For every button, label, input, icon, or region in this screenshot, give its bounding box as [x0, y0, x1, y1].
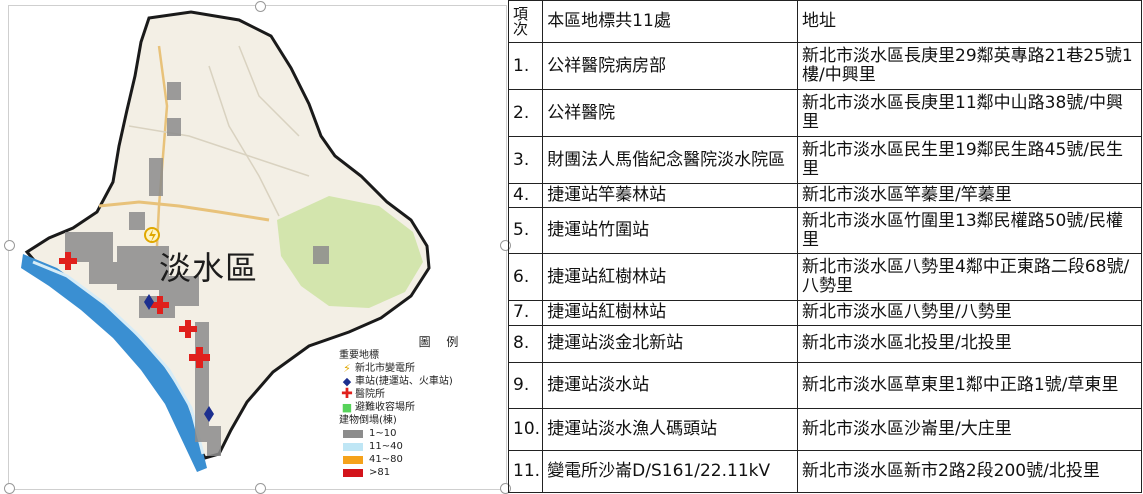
table-row: 2. 公祥醫院 新北市淡水區長庚里11鄰中山路38號/中興里: [507, 89, 1142, 138]
table-row: 10. 捷運站淡水漁人碼頭站 新北市淡水區沙崙里/大庄里: [507, 407, 1142, 451]
table-row: 8. 捷運站淡金北新站 新北市淡水區北投里/北投里: [507, 324, 1142, 363]
row-no: 11.: [507, 449, 544, 494]
legend-item: ◆ 車站(捷運站、火車站): [339, 375, 504, 388]
legend-item: ⚡ 新北市變電所: [339, 362, 504, 375]
row-address: 新北市淡水區新市2路2段200號/北投里: [797, 449, 1142, 494]
row-address: 新北市淡水區北投里/北投里: [797, 324, 1142, 363]
legend-title: 圖 例: [418, 335, 465, 349]
table-row: 1. 公祥醫院病房部 新北市淡水區長庚里29鄰英專路21巷25號1樓/中興里: [507, 42, 1142, 91]
resize-handle[interactable]: [255, 483, 266, 494]
red-cross-icon: [189, 347, 210, 368]
row-no: 2.: [507, 89, 544, 138]
legend-item-label: 避難收容場所: [355, 402, 415, 413]
header-item-no: 項次: [507, 0, 544, 44]
row-address: 新北市淡水區竹圍里13鄰民權路50號/民權里: [797, 207, 1142, 255]
resize-handle[interactable]: [4, 240, 15, 251]
range-label: 1~10: [369, 428, 397, 439]
resize-handle[interactable]: [255, 1, 266, 12]
row-address: 新北市淡水區八勢里4鄰中正東路二段68號/八勢里: [797, 253, 1142, 301]
district-map: 淡水區 圖 例 重要地標 ⚡ 新北市變電所 ◆ 車站(捷運站、火車站) ✚ 醫院…: [4, 1, 511, 494]
range-swatch: [343, 429, 363, 438]
green-square-icon: ■: [341, 401, 353, 414]
lightning-circle-icon: ⚡: [343, 362, 351, 375]
park-area: [277, 196, 423, 308]
range-swatch: [343, 455, 363, 464]
district-label: 淡水區: [159, 249, 259, 287]
legend-range: >81: [339, 466, 504, 479]
row-no: 10.: [507, 407, 544, 451]
station-markers: [144, 294, 214, 422]
red-cross-icon: [59, 252, 77, 270]
blue-diamond-icon: ◆: [342, 375, 352, 388]
row-name: 捷運站淡水站: [542, 361, 799, 409]
blue-diamond-icon: [204, 406, 214, 422]
legend-item-label: 新北市變電所: [355, 363, 415, 374]
landmark-table: 項次 本區地標共11處 地址 1. 公祥醫院病房部 新北市淡水區長庚里29鄰英專…: [507, 0, 1142, 494]
river-coast: [21, 254, 207, 472]
district-map-graphic: [21, 10, 431, 472]
row-no: 1.: [507, 42, 544, 91]
range-label: >81: [369, 467, 391, 478]
legend-range: 11~40: [339, 440, 504, 453]
legend-item: ■ 避難收容場所: [339, 401, 504, 414]
map-legend: 圖 例 重要地標 ⚡ 新北市變電所 ◆ 車站(捷運站、火車站) ✚ 醫院所 ■ …: [339, 336, 504, 479]
legend-section-landmarks: 重要地標: [339, 350, 379, 361]
table-row: 5. 捷運站竹圍站 新北市淡水區竹圍里13鄰民權路50號/民權里: [507, 207, 1142, 255]
row-address: 新北市淡水區草東里1鄰中正路1號/草東里: [797, 361, 1142, 409]
legend-item-label: 醫院所: [355, 389, 385, 400]
legend-range: 1~10: [339, 427, 504, 440]
table-row: 11. 變電所沙崙D/S161/22.11kV 新北市淡水區新市2路2段200號…: [507, 449, 1142, 494]
row-address: 新北市淡水區長庚里11鄰中山路38號/中興里: [797, 89, 1142, 138]
legend-item-label: 車站(捷運站、火車站): [355, 376, 453, 387]
table-row: 4. 捷運站竿蓁林站 新北市淡水區竿蓁里/竿蓁里: [507, 183, 1142, 209]
legend-item: ✚ 醫院所: [339, 386, 504, 402]
table-row: 6. 捷運站紅樹林站 新北市淡水區八勢里4鄰中正東路二段68號/八勢里: [507, 253, 1142, 301]
range-swatch: [343, 468, 363, 477]
table-row: 7. 捷運站紅樹林站 新北市淡水區八勢里/八勢里: [507, 299, 1142, 326]
row-address: 新北市淡水區長庚里29鄰英專路21巷25號1樓/中興里: [797, 42, 1142, 91]
row-no: 4.: [507, 183, 544, 209]
row-no: 9.: [507, 361, 544, 409]
range-swatch: [343, 442, 363, 451]
table-row: 9. 捷運站淡水站 新北市淡水區草東里1鄰中正路1號/草東里: [507, 361, 1142, 409]
row-name: 捷運站竹圍站: [542, 207, 799, 255]
row-name: 財團法人馬偕紀念醫院淡水院區: [542, 136, 799, 185]
red-cross-icon: ✚: [341, 386, 353, 402]
building-collapse-blocks: [65, 82, 329, 456]
row-address: 新北市淡水區八勢里/八勢里: [797, 299, 1142, 326]
table-header-row: 項次 本區地標共11處 地址: [507, 0, 1142, 44]
legend-section-buildings: 建物倒塌(棟): [339, 415, 397, 426]
header-landmark: 本區地標共11處: [542, 0, 799, 44]
blue-diamond-icon: [144, 294, 154, 310]
row-name: 捷運站淡水漁人碼頭站: [542, 407, 799, 451]
range-label: 11~40: [369, 441, 403, 452]
range-label: 41~80: [369, 454, 403, 465]
red-cross-icon: [179, 320, 197, 338]
table-row: 3. 財團法人馬偕紀念醫院淡水院區 新北市淡水區民生里19鄰民生路45號/民生里: [507, 136, 1142, 185]
hospital-markers: [59, 252, 210, 368]
row-no: 6.: [507, 253, 544, 301]
row-address: 新北市淡水區民生里19鄰民生路45號/民生里: [797, 136, 1142, 185]
row-name: 公祥醫院病房部: [542, 42, 799, 91]
row-name: 捷運站竿蓁林站: [542, 183, 799, 209]
resize-handle[interactable]: [4, 483, 15, 494]
row-no: 7.: [507, 299, 544, 326]
red-cross-icon: [151, 296, 169, 314]
row-name: 捷運站淡金北新站: [542, 324, 799, 363]
legend-range: 41~80: [339, 453, 504, 466]
row-name: 捷運站紅樹林站: [542, 253, 799, 301]
row-name: 變電所沙崙D/S161/22.11kV: [542, 449, 799, 494]
row-address: 新北市淡水區沙崙里/大庄里: [797, 407, 1142, 451]
row-address: 新北市淡水區竿蓁里/竿蓁里: [797, 183, 1142, 209]
row-no: 8.: [507, 324, 544, 363]
row-name: 捷運站紅樹林站: [542, 299, 799, 326]
district-boundary: [24, 10, 431, 460]
row-name: 公祥醫院: [542, 89, 799, 138]
row-no: 5.: [507, 207, 544, 255]
row-no: 3.: [507, 136, 544, 185]
header-address: 地址: [797, 0, 1142, 44]
